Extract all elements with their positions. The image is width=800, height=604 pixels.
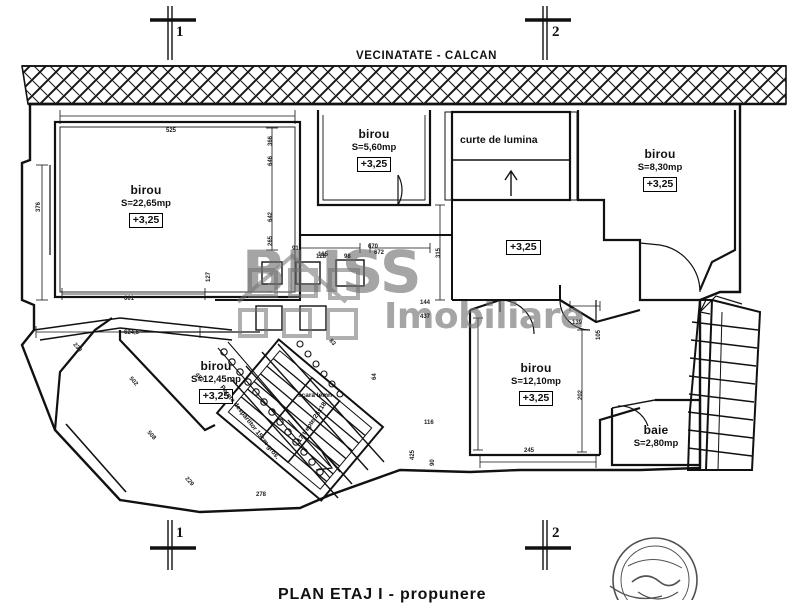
dim-nw-bottom: 601 <box>124 296 135 302</box>
room-area: S=2,80mp <box>633 437 679 449</box>
dim-hall-9: 90 <box>430 459 436 466</box>
dim-north-1: 366 <box>268 135 274 146</box>
room-label-baie: baie S=2,80mp <box>608 423 704 450</box>
architect-stamp <box>609 537 698 600</box>
door-n-mid <box>397 174 403 206</box>
dim-nw-top: 525 <box>166 128 177 134</box>
room-label-birou-n-mid: birou S=5,60mp +3,25 <box>316 127 432 172</box>
dim-se-3: 672 <box>374 250 385 256</box>
neighbour-boundary-label: VECINATATE - CALCAN <box>356 50 498 62</box>
room-level-badge: +3,25 <box>356 156 392 172</box>
room-label-birou-se: birou S=12,10mp +3,25 <box>478 361 594 406</box>
annotation-wooden-stair: scara lemn <box>298 392 332 399</box>
sw-facade <box>33 317 233 501</box>
neighbour-wall-hatch <box>21 65 787 106</box>
dim-stair-5: 64 <box>372 373 378 380</box>
dim-hall-8: 425 <box>410 449 416 460</box>
partition-wall-bead <box>217 340 344 479</box>
dimension-lines <box>35 110 601 468</box>
room-name: birou <box>130 183 162 197</box>
dim-nw-right-2: 642 <box>268 211 274 222</box>
room-level-badge: +3,25 <box>518 390 554 406</box>
dim-hall-7: 144 <box>420 300 431 306</box>
section-line-1 <box>150 6 196 570</box>
dim-hall-3: 128 <box>316 254 327 260</box>
room-birou-n-mid-walls <box>316 110 432 207</box>
section-marker-2-bottom: 2 <box>552 525 560 541</box>
room-label-birou-sw: birou S=12,45mp +3,25 <box>158 359 274 404</box>
dim-hall-2: 127 <box>206 271 212 282</box>
dim-hall-6: 315 <box>436 247 442 258</box>
room-area: S=12,45mp <box>191 373 241 385</box>
dim-left-outer: 376 <box>36 201 42 212</box>
building-outline <box>20 102 742 514</box>
light-well-walls <box>444 110 578 202</box>
room-name: birou <box>520 361 552 375</box>
room-birou-ne-walls <box>576 110 737 302</box>
hall-fixtures <box>255 259 365 331</box>
section-marker-2-top: 2 <box>552 24 560 40</box>
dim-north-2: 165 <box>318 252 329 258</box>
section-marker-1-bottom: 1 <box>176 525 184 541</box>
section-line-2 <box>525 6 571 570</box>
dim-se-7: 105 <box>596 329 602 340</box>
room-area: S=22,65mp <box>121 197 171 209</box>
section-marker-1-top: 1 <box>176 24 184 40</box>
room-area: S=12,10mp <box>511 375 561 387</box>
dim-se-4: 116 <box>424 420 434 426</box>
dim-hall-4: 91 <box>292 246 299 252</box>
room-area: S=8,30mp <box>637 161 683 173</box>
room-area: S=5,60mp <box>351 141 397 153</box>
dim-north-3: 98 <box>344 254 351 260</box>
room-level-badge: +3,25 <box>198 388 234 404</box>
exterior-staircase <box>686 295 762 471</box>
light-well-label: curte de lumina <box>460 134 538 146</box>
dim-se-2: 437 <box>420 314 431 320</box>
room-name: birou <box>358 127 390 141</box>
up-arrow-icon <box>504 169 518 196</box>
dim-hall-1: 265 <box>268 235 274 246</box>
room-name: baie <box>643 423 669 437</box>
dim-se-5: 202 <box>578 389 584 400</box>
dim-nw-right: 646 <box>268 155 274 166</box>
room-label-birou-ne: birou S=8,30mp +3,25 <box>602 147 718 192</box>
room-baie-walls <box>610 398 702 467</box>
dim-sw-outer: 624,5 <box>124 330 140 336</box>
window-nw <box>49 165 56 255</box>
door-baie <box>617 405 649 427</box>
door-ne <box>639 242 701 293</box>
plan-title: PLAN ETAJ I - propunere <box>278 586 487 603</box>
room-level-badge: +3,25 <box>642 176 678 192</box>
light-well-level-badge: +3,25 <box>506 240 541 255</box>
dim-se-1: 139 <box>572 320 583 326</box>
room-name: birou <box>200 359 232 373</box>
door-se <box>499 299 591 335</box>
dim-se-6: 245 <box>524 448 535 454</box>
room-label-birou-nw: birou S=22,65mp +3,25 <box>86 183 206 228</box>
dim-stair-3: 278 <box>256 492 267 498</box>
dim-hall-5: 670 <box>368 244 379 250</box>
room-level-badge: +3,25 <box>128 212 164 228</box>
room-birou-se-walls <box>468 298 641 457</box>
room-name: birou <box>644 147 676 161</box>
